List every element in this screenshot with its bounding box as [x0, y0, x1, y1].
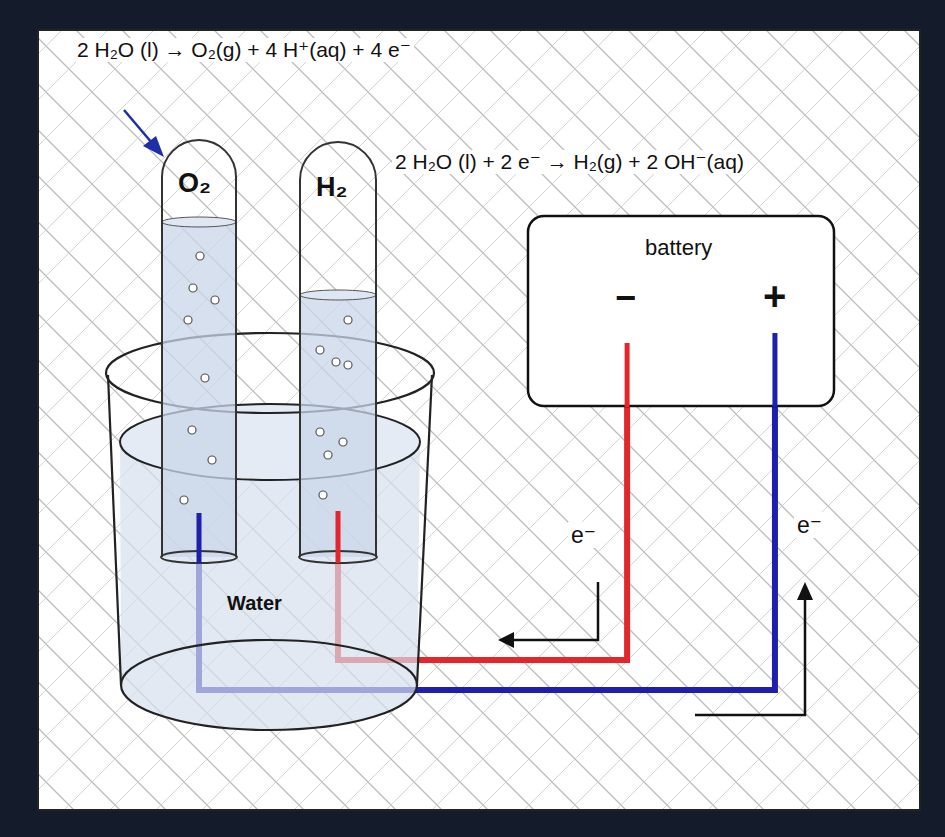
terminal-sign: −: [615, 277, 636, 318]
beaker-shape: [105, 330, 440, 735]
electron-label: e⁻: [794, 512, 825, 538]
label-holder: 2 H₂O (l) → O₂(g) + 4 H⁺(aq) + 4 e⁻: [74, 38, 414, 62]
battery-box: battery− +: [527, 215, 835, 407]
node-label: battery: [645, 235, 712, 260]
battery-outline: [528, 216, 834, 406]
test-tube: O₂: [160, 138, 238, 563]
text-holder: Water: [227, 592, 282, 615]
panel: [38, 30, 920, 810]
test-tube: H₂: [298, 140, 378, 563]
terminal-lead: [625, 343, 630, 407]
label-holder: e⁻: [794, 512, 825, 538]
node-label: H₂: [316, 172, 348, 203]
terminal-sign: +: [763, 273, 786, 319]
test-tube-shape: [160, 138, 238, 563]
text-holder: −: [615, 277, 636, 318]
node-label: O₂: [178, 168, 211, 199]
oxidation-equation: 2 H₂O (l) → O₂(g) + 4 H⁺(aq) + 4 e⁻: [74, 38, 414, 62]
electron-arrow-up: [695, 582, 813, 715]
gas-bubble: [344, 316, 352, 324]
tube-outline: [162, 140, 236, 557]
leader-arrow: [124, 110, 164, 157]
water-surface: [300, 290, 376, 300]
beaker-base: [121, 640, 417, 730]
test-tube-shape: [298, 140, 378, 563]
electron-arrow-left: [498, 582, 598, 648]
gas-bubble: [316, 428, 324, 436]
tube-water: [162, 222, 236, 557]
water-surface: [162, 217, 236, 227]
gas-bubble: [189, 284, 197, 292]
tube-outline: [300, 142, 376, 557]
beaker-water: [120, 442, 420, 730]
text-holder: O₂: [178, 168, 211, 199]
gas-bubble: [344, 361, 352, 369]
text-holder: +: [763, 273, 786, 319]
beaker: Water: [105, 330, 440, 735]
electrode: [336, 511, 341, 563]
beaker-rim: [106, 333, 434, 413]
label-holder: 2 H₂O (l) + 2 e⁻ → H₂(g) + 2 OH⁻(aq): [392, 150, 747, 174]
gas-bubble: [319, 491, 327, 499]
gas-bubble: [180, 496, 188, 504]
gas-bubble: [339, 438, 347, 446]
water-surface: [120, 404, 420, 480]
electron-label: e⁻: [568, 522, 599, 548]
gas-bubble: [332, 358, 340, 366]
gas-bubble: [208, 456, 216, 464]
text-holder: H₂: [316, 172, 348, 203]
gas-bubble: [324, 451, 332, 459]
gas-bubble: [184, 316, 192, 324]
gas-bubble: [211, 296, 219, 304]
gas-bubble: [201, 374, 209, 382]
electrode: [197, 513, 202, 563]
text-holder: battery: [645, 235, 712, 260]
node-label: Water: [227, 592, 282, 615]
hatch-ground: [39, 31, 919, 809]
gas-bubble: [196, 252, 204, 260]
beaker-side: [108, 375, 432, 685]
terminal-lead: [772, 333, 777, 407]
reduction-equation: 2 H₂O (l) + 2 e⁻ → H₂(g) + 2 OH⁻(aq): [392, 150, 747, 174]
gas-bubble: [316, 346, 324, 354]
gas-bubble: [188, 426, 196, 434]
label-holder: e⁻: [568, 522, 599, 548]
